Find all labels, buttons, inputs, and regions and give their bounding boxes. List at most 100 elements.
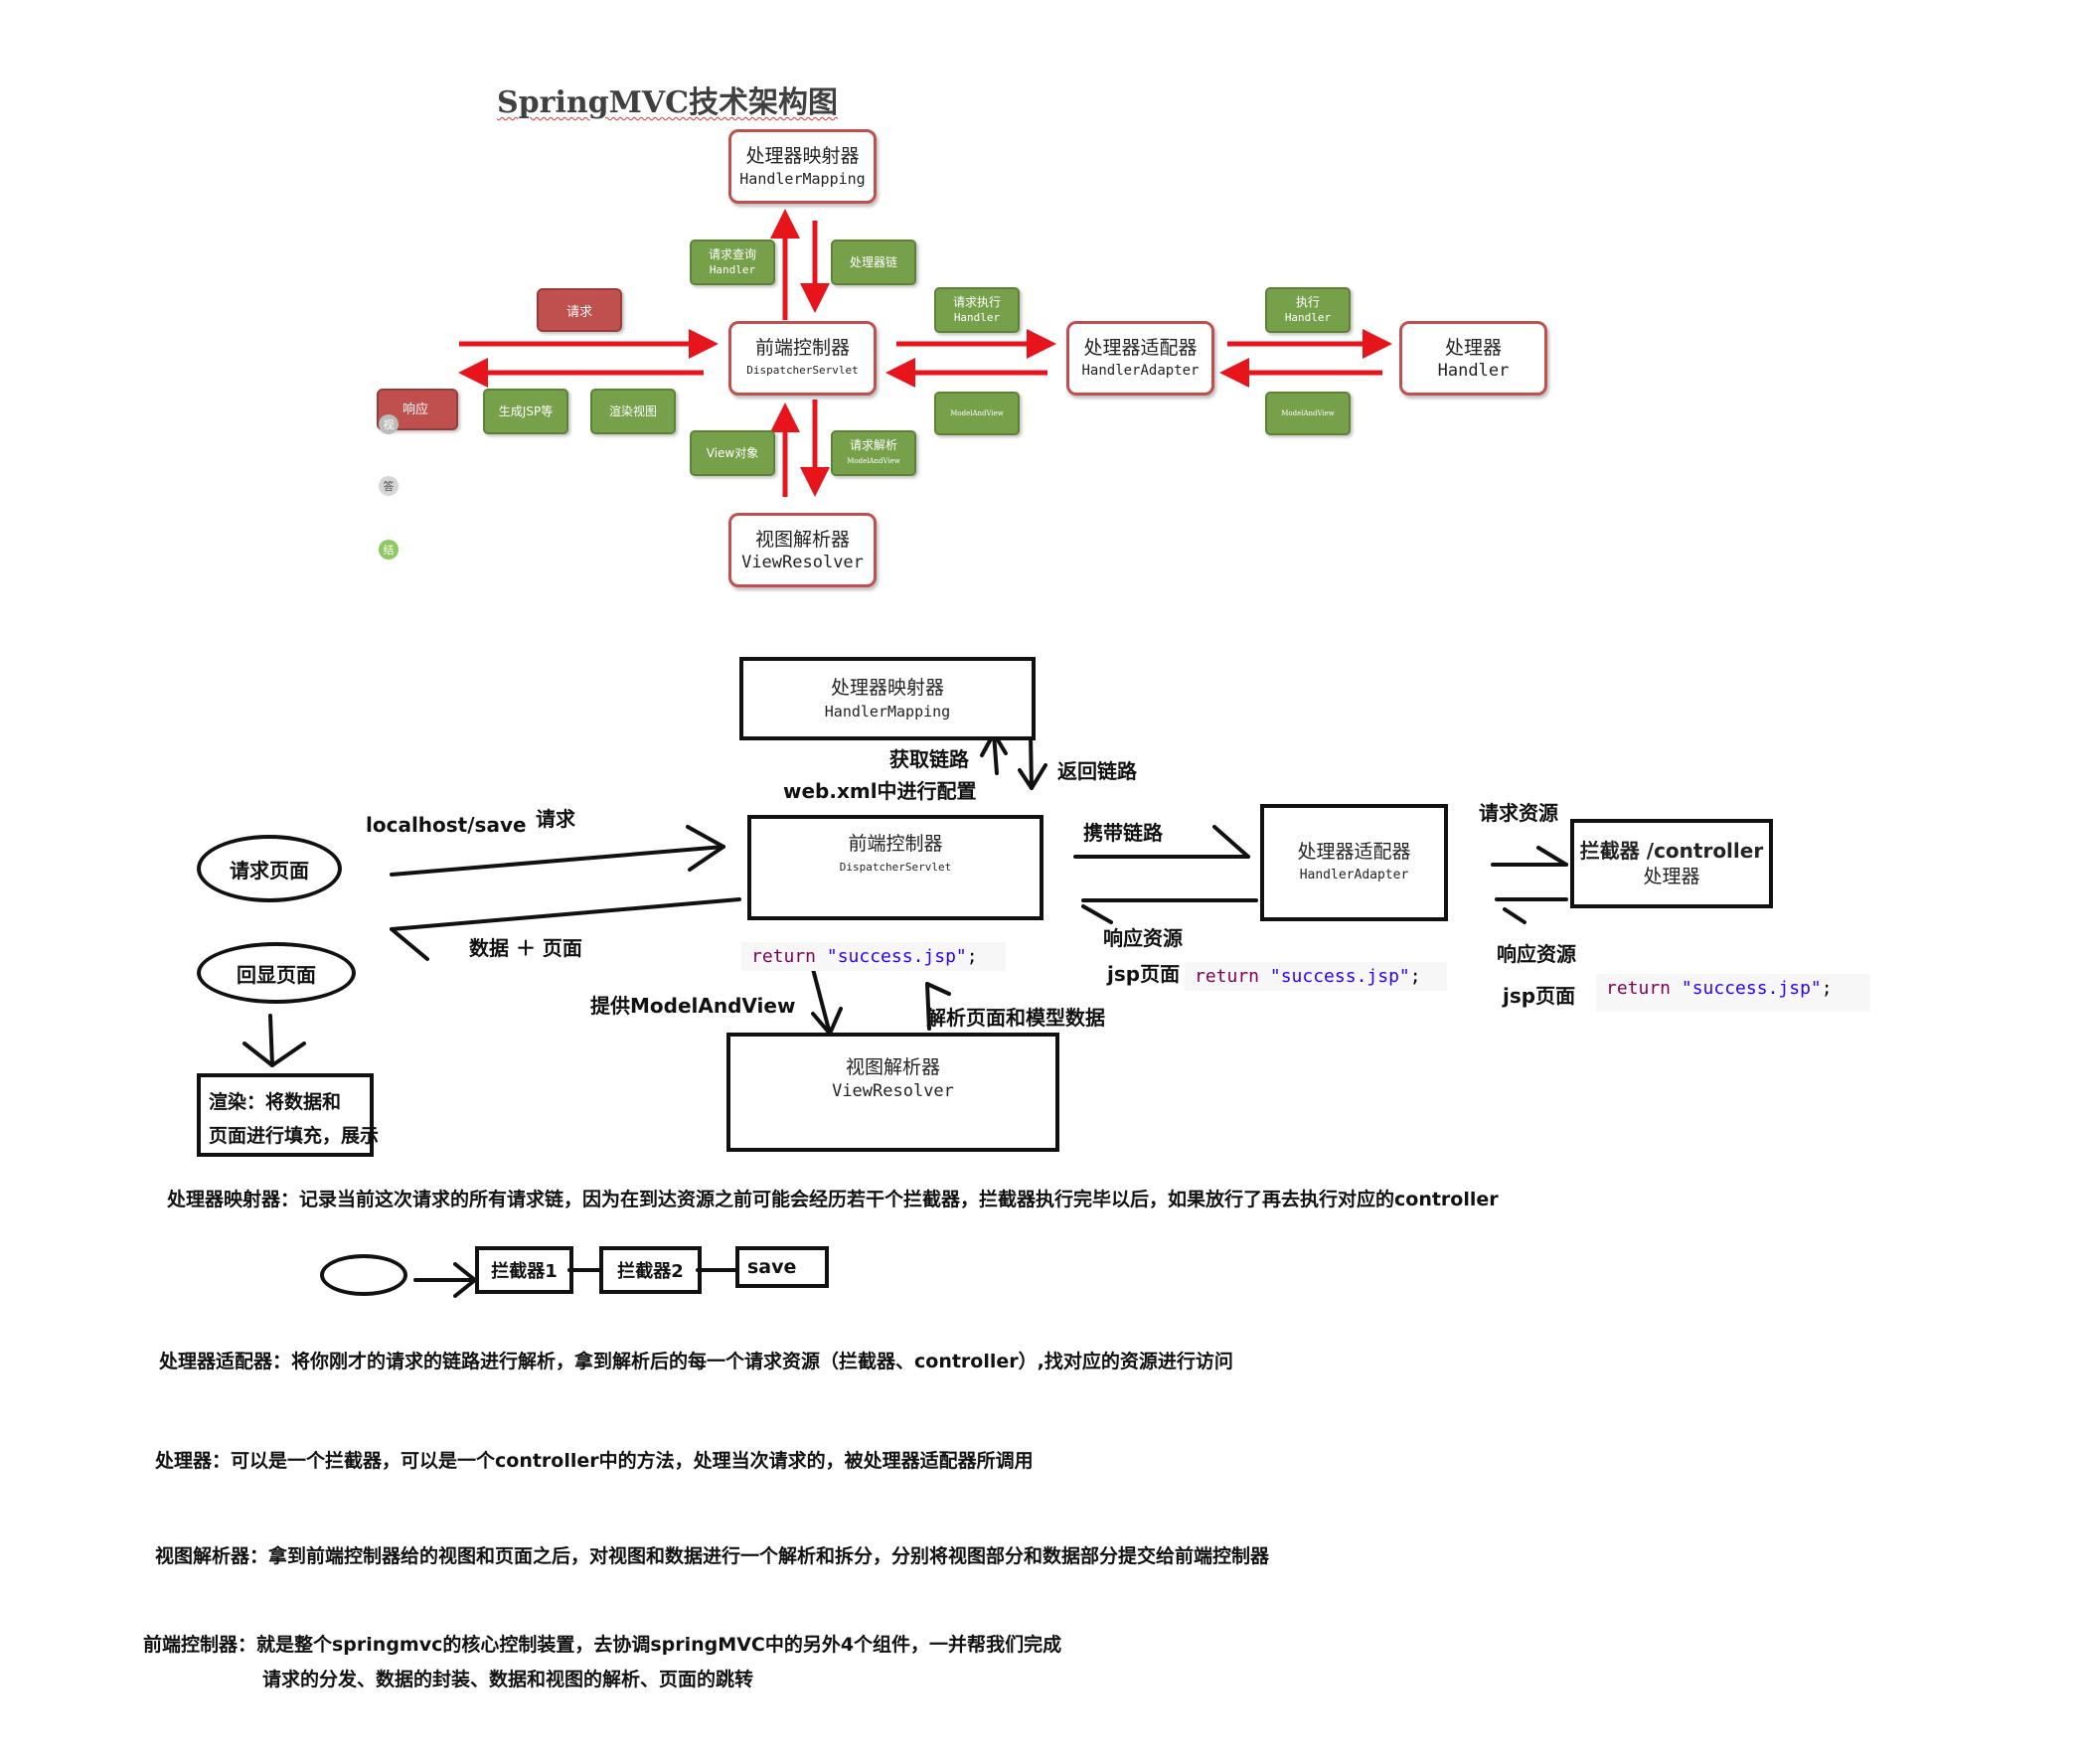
request-page-label: 请求页面 — [230, 858, 309, 882]
tag-mav-1-text: ModelAndView — [950, 409, 1004, 417]
handler-en: Handler — [1437, 360, 1510, 381]
view-resolver-box: 视图解析器 ViewResolver — [728, 513, 877, 587]
tag-request-exec-a: 请求执行 — [952, 295, 1001, 309]
label-response-resource-2: 响应资源 — [1497, 942, 1576, 966]
code-snippet-3: return "success.jsp"; — [1596, 974, 1870, 1012]
chain-start-ellipse — [320, 1254, 407, 1296]
adapter-cn: 处理器适配器 — [1083, 336, 1198, 359]
dispatcher-cn: 前端控制器 — [754, 336, 850, 359]
chain-interceptor-1-label: 拦截器1 — [491, 1261, 558, 1282]
tag-handler-chain-text: 处理器链 — [849, 255, 897, 269]
label-jsp-page-1: jsp页面 — [1107, 962, 1181, 986]
bottom-black-arrows — [242, 731, 1568, 1298]
tag-query-handler-b: Handler — [709, 263, 756, 276]
arrow-parse-page — [925, 982, 931, 1031]
bottom-view-resolver-box: 视图解析器 ViewResolver — [726, 1033, 1059, 1152]
bottom-interceptor-cn2: 处理器 — [1643, 866, 1700, 887]
adapter-en: HandlerAdapter — [1081, 362, 1200, 379]
chain-save: save — [735, 1246, 829, 1288]
bottom-dispatcher-en: DispatcherServlet — [839, 861, 952, 874]
label-return-chain: 返回链路 — [1057, 759, 1137, 783]
arrow-request — [390, 845, 725, 877]
side-icon-answer[interactable]: 答 — [379, 476, 399, 496]
bottom-interceptor-cn: 拦截器 /controller — [1579, 839, 1764, 863]
view-resolver-en: ViewResolver — [741, 552, 864, 572]
tag-handler-chain: 处理器链 — [831, 240, 916, 285]
tag-parse-request: 请求解析 ModelAndView — [831, 430, 916, 476]
tag-mav-2-text: ModelAndView — [1281, 409, 1335, 417]
label-parse-page-model: 解析页面和模型数据 — [926, 1006, 1105, 1030]
chain-save-label: save — [747, 1256, 797, 1278]
note-handler-adapter: 处理器适配器：将你刚才的请求的链路进行解析，拿到解析后的每一个请求资源（拦截器、… — [159, 1351, 1233, 1372]
tag-request: 请求 — [537, 288, 622, 332]
label-carry-chain: 携带链路 — [1083, 821, 1163, 845]
tag-parse-request-a: 请求解析 — [849, 438, 897, 452]
dispatcher-en: DispatcherServlet — [746, 363, 859, 377]
request-page-ellipse: 请求页面 — [197, 835, 342, 902]
top-red-arrows — [458, 209, 1392, 497]
chain-interceptor-1: 拦截器1 — [475, 1246, 573, 1294]
chain-interceptor-2-label: 拦截器2 — [617, 1261, 684, 1282]
handler-cn: 处理器 — [1444, 336, 1502, 359]
bottom-adapter-cn: 处理器适配器 — [1297, 841, 1411, 863]
bottom-adapter-box: 处理器适配器 HandlerAdapter — [1260, 804, 1448, 921]
tag-generate-jsp-text: 生成JSP等 — [498, 404, 554, 418]
bottom-dispatcher-cn: 前端控制器 — [848, 833, 943, 855]
tag-query-handler: 请求查询 Handler — [690, 240, 775, 285]
tag-exec-a: 执行 — [1295, 295, 1320, 309]
arrow-echo-down — [268, 1014, 274, 1067]
code-2-keyword: return — [1195, 966, 1260, 987]
label-webxml: web.xml中进行配置 — [783, 779, 977, 803]
side-icon-view[interactable]: 视 — [379, 414, 399, 434]
label-provide-mav: 提供ModelAndView — [590, 994, 796, 1018]
render-line-2: 页面进行填充，展示 — [209, 1125, 380, 1147]
tag-view-object-text: View对象 — [706, 446, 759, 460]
arrow-provide-mav — [811, 967, 832, 1036]
echo-page-label: 回显页面 — [237, 962, 316, 987]
bottom-dispatcher-box: 前端控制器 DispatcherServlet — [747, 815, 1044, 920]
echo-page-ellipse: 回显页面 — [197, 942, 356, 1004]
side-icon-finish[interactable]: 结 — [379, 540, 399, 560]
arrow-return-chain — [1029, 733, 1034, 790]
tag-render-view: 渲染视图 — [590, 389, 676, 434]
code-snippet-1: return "success.jsp"; — [741, 942, 1006, 971]
tag-request-exec-b: Handler — [953, 311, 1001, 324]
bottom-handler-mapping-en: HandlerMapping — [824, 703, 951, 721]
note-dispatcher-1: 前端控制器：就是整个springmvc的核心控制装置，去协调springMVC中… — [143, 1634, 1062, 1656]
label-get-chain: 获取链路 — [889, 747, 969, 771]
code-2-end: ; — [1409, 966, 1421, 987]
label-response-resource-1: 响应资源 — [1103, 926, 1183, 950]
bottom-adapter-en: HandlerAdapter — [1299, 868, 1409, 882]
label-request: 请求 — [536, 807, 575, 831]
note-handler: 处理器：可以是一个拦截器，可以是一个controller中的方法，处理当次请求的… — [155, 1450, 1034, 1472]
note-dispatcher-2: 请求的分发、数据的封装、数据和视图的解析、页面的跳转 — [262, 1669, 754, 1690]
bottom-handler-mapping-box: 处理器映射器 HandlerMapping — [739, 657, 1036, 740]
render-box: 渲染：将数据和 页面进行填充，展示 — [197, 1073, 379, 1157]
tag-parse-request-b: ModelAndView — [847, 457, 900, 465]
handler-mapping-box: 处理器映射器 HandlerMapping — [728, 129, 877, 204]
code-1-end: ; — [966, 946, 978, 967]
tag-render-view-text: 渲染视图 — [608, 404, 657, 418]
code-3-end: ; — [1821, 978, 1833, 999]
dispatcher-box: 前端控制器 DispatcherServlet — [728, 321, 877, 396]
code-3-keyword: return — [1606, 978, 1672, 999]
code-3-string: "success.jsp" — [1681, 978, 1822, 999]
code-snippet-2: return "success.jsp"; — [1185, 962, 1447, 991]
handler-box: 处理器 Handler — [1399, 321, 1547, 396]
note-handler-mapping: 处理器映射器：记录当前这次请求的所有请求链，因为在到达资源之前可能会经历若干个拦… — [167, 1189, 1499, 1210]
bottom-view-resolver-cn: 视图解析器 — [845, 1056, 940, 1078]
tag-view-object: View对象 — [690, 430, 775, 476]
tag-request-exec: 请求执行 Handler — [934, 287, 1020, 333]
label-jsp-page-2: jsp页面 — [1503, 984, 1576, 1008]
arrow-data-page — [390, 897, 741, 931]
label-request-resource: 请求资源 — [1479, 801, 1558, 825]
bottom-handler-mapping-cn: 处理器映射器 — [830, 677, 944, 699]
adapter-box: 处理器适配器 HandlerAdapter — [1066, 321, 1214, 396]
render-line-1: 渲染：将数据和 — [209, 1091, 342, 1113]
tag-exec: 执行 Handler — [1265, 287, 1351, 333]
chain-interceptor-2: 拦截器2 — [599, 1246, 702, 1294]
tag-mav-2: ModelAndView — [1265, 392, 1351, 435]
note-view-resolver: 视图解析器：拿到前端控制器给的视图和页面之后，对视图和数据进行一个解析和拆分，分… — [155, 1545, 1270, 1567]
bottom-interceptor-box: 拦截器 /controller 处理器 — [1570, 819, 1773, 908]
